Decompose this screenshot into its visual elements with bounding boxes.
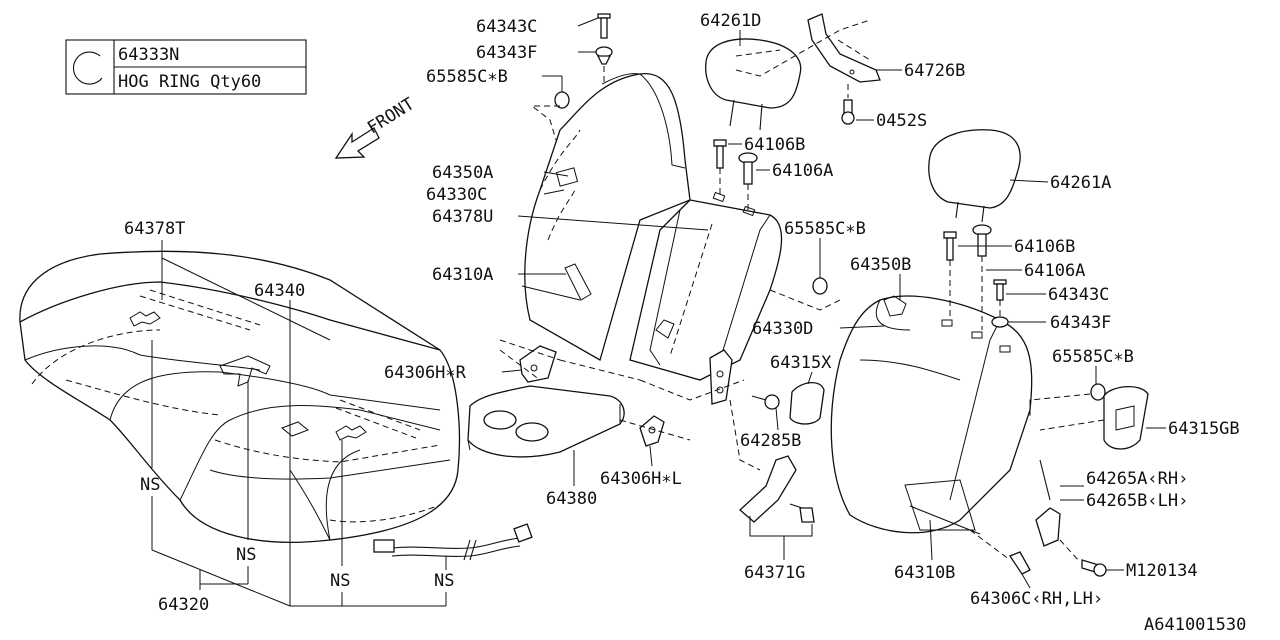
label-ns-4: NS	[434, 571, 454, 591]
guide-64106a-top-icon	[738, 152, 758, 185]
label-64310a: 64310A	[432, 265, 493, 285]
label-m120134: M120134	[1126, 561, 1198, 581]
label-64343f-right: 64343F	[1050, 313, 1111, 333]
label-64330d: 64330D	[752, 319, 813, 339]
bracket-64726b	[807, 13, 881, 83]
label-64106a-top: 64106A	[772, 161, 833, 181]
label-64265b: 64265B‹LH›	[1086, 491, 1188, 511]
label-64320: 64320	[158, 595, 209, 615]
bushing-65585c-right-icon	[1090, 383, 1106, 401]
guide-64106a-right-icon	[972, 224, 992, 257]
label-64306h-l: 64306H∗L	[600, 469, 682, 489]
label-64106a-right: 64106A	[1024, 261, 1085, 281]
label-64306c: 64306C‹RH,LH›	[970, 589, 1103, 609]
headrest-left	[705, 38, 802, 131]
label-ns-2: NS	[236, 545, 256, 565]
label-64371g: 64371G	[744, 563, 805, 583]
label-64380: 64380	[546, 489, 597, 509]
label-65585c-right: 65585C∗B	[1052, 347, 1134, 367]
hinge-plate	[709, 349, 733, 405]
left-back-frame	[629, 191, 783, 381]
cover-64315gb	[1103, 386, 1149, 450]
guide-64106b-right-icon	[943, 231, 957, 261]
bracket-64371g	[739, 455, 815, 523]
label-64265a: 64265A‹RH›	[1086, 469, 1188, 489]
hinge-64306h-l	[639, 415, 665, 447]
assembly-lines	[499, 19, 1105, 563]
clip-64343c-icon	[597, 13, 611, 39]
armrest-64380	[467, 385, 625, 458]
label-64106b-top: 64106B	[744, 135, 805, 155]
seat-lock	[1035, 459, 1061, 547]
label-64261a: 64261A	[1050, 173, 1111, 193]
part-labels: 64343C 64343F 65585C∗B 64261D 64726B 045…	[124, 11, 1246, 635]
label-64340: 64340	[254, 281, 305, 301]
clip-64343f-icon	[595, 46, 613, 65]
label-64330c: 64330C	[426, 185, 487, 205]
label-64378t: 64378T	[124, 219, 185, 239]
wire-harness	[373, 523, 533, 561]
seat-cushion	[19, 250, 461, 543]
label-64343f-top: 64343F	[476, 43, 537, 63]
bolt-0452s-icon	[841, 99, 855, 125]
label-64378u: 64378U	[432, 207, 493, 227]
pin-64306c-icon	[1009, 551, 1031, 575]
hinge-64306h-r	[519, 345, 557, 383]
label-64261d: 64261D	[700, 11, 761, 31]
label-64310b: 64310B	[894, 563, 955, 583]
label-64106b-right: 64106B	[1014, 237, 1075, 257]
bolt-m120134-icon	[1081, 559, 1107, 577]
right-seat-back	[830, 295, 1033, 535]
bushing-65585c-mid-icon	[812, 277, 828, 295]
label-0452s: 0452S	[876, 111, 927, 131]
guide-64106b-top-icon	[713, 139, 727, 169]
legend-box: 64333N HOG RING Qty60	[65, 39, 307, 95]
label-64315x: 64315X	[770, 353, 832, 373]
bolt-64285b-icon	[751, 394, 780, 410]
clip-64343f-right-icon	[991, 316, 1009, 328]
label-64343c-top: 64343C	[476, 17, 537, 37]
legend-description: HOG RING Qty60	[118, 72, 261, 92]
front-arrow-icon: FRONT	[334, 94, 418, 159]
left-seat-back	[521, 73, 691, 361]
leader-lines	[151, 17, 1166, 607]
clip-64343c-right-icon	[993, 279, 1007, 301]
legend-part-no: 64333N	[118, 45, 179, 65]
label-ns-3: NS	[330, 571, 350, 591]
label-64306h-r: 64306H∗R	[384, 363, 467, 383]
front-label: FRONT	[364, 94, 418, 138]
label-65585c-mid: 65585C∗B	[784, 219, 866, 239]
label-64343c-right: 64343C	[1048, 285, 1109, 305]
cover-64315x	[789, 382, 825, 425]
label-64285b: 64285B	[740, 431, 801, 451]
label-64350a: 64350A	[432, 163, 493, 183]
label-64315gb: 64315GB	[1168, 419, 1240, 439]
headrest-right	[928, 129, 1021, 223]
label-ns-1: NS	[140, 475, 160, 495]
label-65585c-top: 65585C∗B	[426, 67, 508, 87]
label-64726b: 64726B	[904, 61, 965, 81]
label-64350b: 64350B	[850, 255, 911, 275]
drawing-number: A641001530	[1144, 615, 1246, 635]
hog-ring-icon	[72, 51, 103, 85]
